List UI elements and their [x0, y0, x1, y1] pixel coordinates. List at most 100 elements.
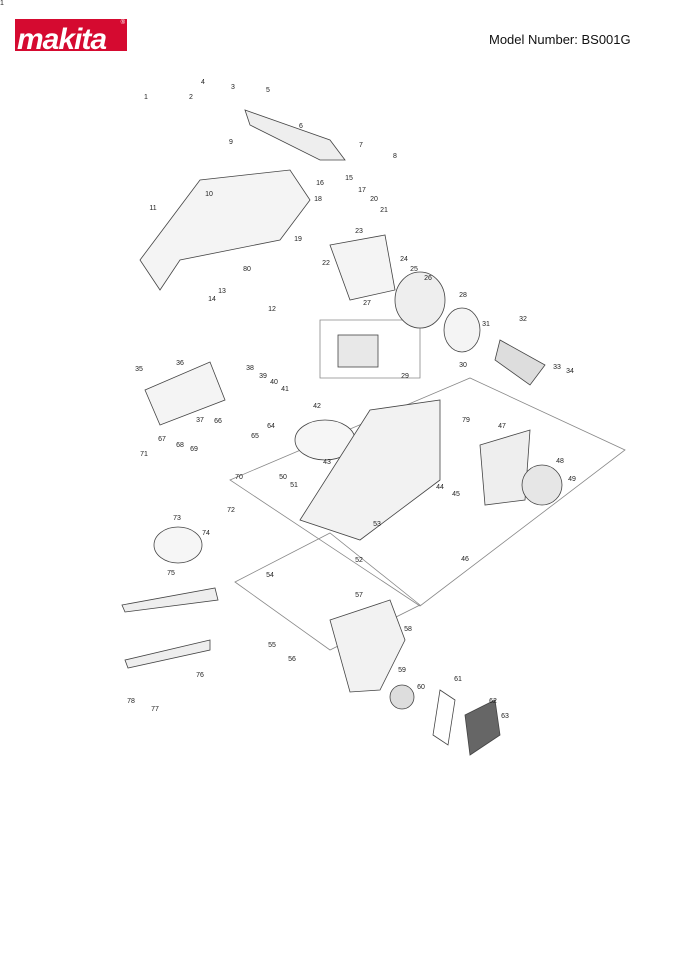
fan-guide-part — [479, 429, 531, 506]
part-label-32: 32 — [519, 316, 527, 323]
part-label-81: 81 — [0, 0, 4, 7]
front-roller-part — [153, 526, 203, 564]
part-label-78: 78 — [127, 698, 135, 705]
frame-part — [144, 361, 226, 426]
belt-part — [432, 689, 456, 746]
part-label-79: 79 — [462, 417, 470, 424]
part-label-12: 12 — [268, 306, 276, 313]
part-label-48: 48 — [556, 458, 564, 465]
gear-housing-part — [329, 599, 406, 693]
part-label-7: 7 — [359, 142, 363, 149]
part-label-28: 28 — [459, 292, 467, 299]
part-label-9: 9 — [229, 139, 233, 146]
part-label-37: 37 — [196, 417, 204, 424]
housing-part — [329, 234, 396, 301]
part-label-52: 52 — [355, 557, 363, 564]
part-label-67: 67 — [158, 436, 166, 443]
part-label-15: 15 — [345, 175, 353, 182]
battery-section-outline — [319, 319, 421, 379]
part-label-29: 29 — [401, 373, 409, 380]
part-label-8: 8 — [393, 153, 397, 160]
part-label-42: 42 — [313, 403, 321, 410]
part-label-69: 69 — [190, 446, 198, 453]
part-label-61: 61 — [454, 676, 462, 683]
pulley-part — [389, 684, 415, 710]
part-label-35: 35 — [135, 366, 143, 373]
part-label-57: 57 — [355, 592, 363, 599]
belt-cover-part — [464, 699, 501, 756]
part-label-6: 6 — [299, 123, 303, 130]
part-label-46: 46 — [461, 556, 469, 563]
part-label-16: 16 — [316, 180, 324, 187]
part-label-26: 26 — [424, 275, 432, 282]
part-label-71: 71 — [140, 451, 148, 458]
fan-part — [521, 464, 563, 506]
part-label-53: 53 — [373, 521, 381, 528]
part-label-60: 60 — [417, 684, 425, 691]
part-label-56: 56 — [288, 656, 296, 663]
part-label-65: 65 — [251, 433, 259, 440]
part-label-72: 72 — [227, 507, 235, 514]
part-label-23: 23 — [355, 228, 363, 235]
part-label-77: 77 — [151, 706, 159, 713]
part-label-27: 27 — [363, 300, 371, 307]
part-label-51: 51 — [290, 482, 298, 489]
part-label-44: 44 — [436, 484, 444, 491]
part-label-5: 5 — [266, 87, 270, 94]
sanding-belt-part — [121, 587, 219, 613]
part-label-10: 10 — [205, 191, 213, 198]
part-label-58: 58 — [404, 626, 412, 633]
part-label-3: 3 — [231, 84, 235, 91]
part-label-14: 14 — [208, 296, 216, 303]
baffle-part — [443, 307, 481, 353]
part-label-24: 24 — [400, 256, 408, 263]
handle-grip-part — [244, 109, 346, 161]
part-label-66: 66 — [214, 418, 222, 425]
part-label-68: 68 — [176, 442, 184, 449]
part-label-73: 73 — [173, 515, 181, 522]
makita-logo: makita® — [15, 19, 127, 51]
part-label-70: 70 — [235, 474, 243, 481]
part-label-64: 64 — [267, 423, 275, 430]
part-label-43: 43 — [323, 459, 331, 466]
part-label-38: 38 — [246, 365, 254, 372]
part-label-59: 59 — [398, 667, 406, 674]
part-label-31: 31 — [482, 321, 490, 328]
stator-part — [394, 271, 446, 329]
controller-part — [337, 334, 379, 368]
plate-part — [124, 639, 211, 669]
part-label-20: 20 — [370, 196, 378, 203]
part-label-19: 19 — [294, 236, 302, 243]
part-label-54: 54 — [266, 572, 274, 579]
part-label-22: 22 — [322, 260, 330, 267]
part-label-21: 21 — [380, 207, 388, 214]
motor-housing-part — [299, 399, 441, 541]
part-label-1: 1 — [144, 94, 148, 101]
part-label-39: 39 — [259, 373, 267, 380]
part-label-2: 2 — [189, 94, 193, 101]
part-label-80: 80 — [243, 266, 251, 273]
part-label-33: 33 — [553, 364, 561, 371]
part-label-13: 13 — [218, 288, 226, 295]
part-label-40: 40 — [270, 379, 278, 386]
part-label-41: 41 — [281, 386, 289, 393]
part-label-17: 17 — [358, 187, 366, 194]
part-label-34: 34 — [566, 368, 574, 375]
model-number: Model Number: BS001G — [489, 32, 631, 47]
handle-part — [139, 169, 311, 291]
part-label-4: 4 — [201, 79, 205, 86]
part-label-49: 49 — [568, 476, 576, 483]
part-label-30: 30 — [459, 362, 467, 369]
gear-section-outline — [234, 532, 421, 651]
part-label-76: 76 — [196, 672, 204, 679]
armature-part — [494, 339, 546, 386]
part-label-36: 36 — [176, 360, 184, 367]
part-label-75: 75 — [167, 570, 175, 577]
part-label-18: 18 — [314, 196, 322, 203]
part-label-63: 63 — [501, 713, 509, 720]
part-label-11: 11 — [149, 205, 157, 212]
part-label-62: 62 — [489, 698, 497, 705]
part-label-55: 55 — [268, 642, 276, 649]
part-label-74: 74 — [202, 530, 210, 537]
